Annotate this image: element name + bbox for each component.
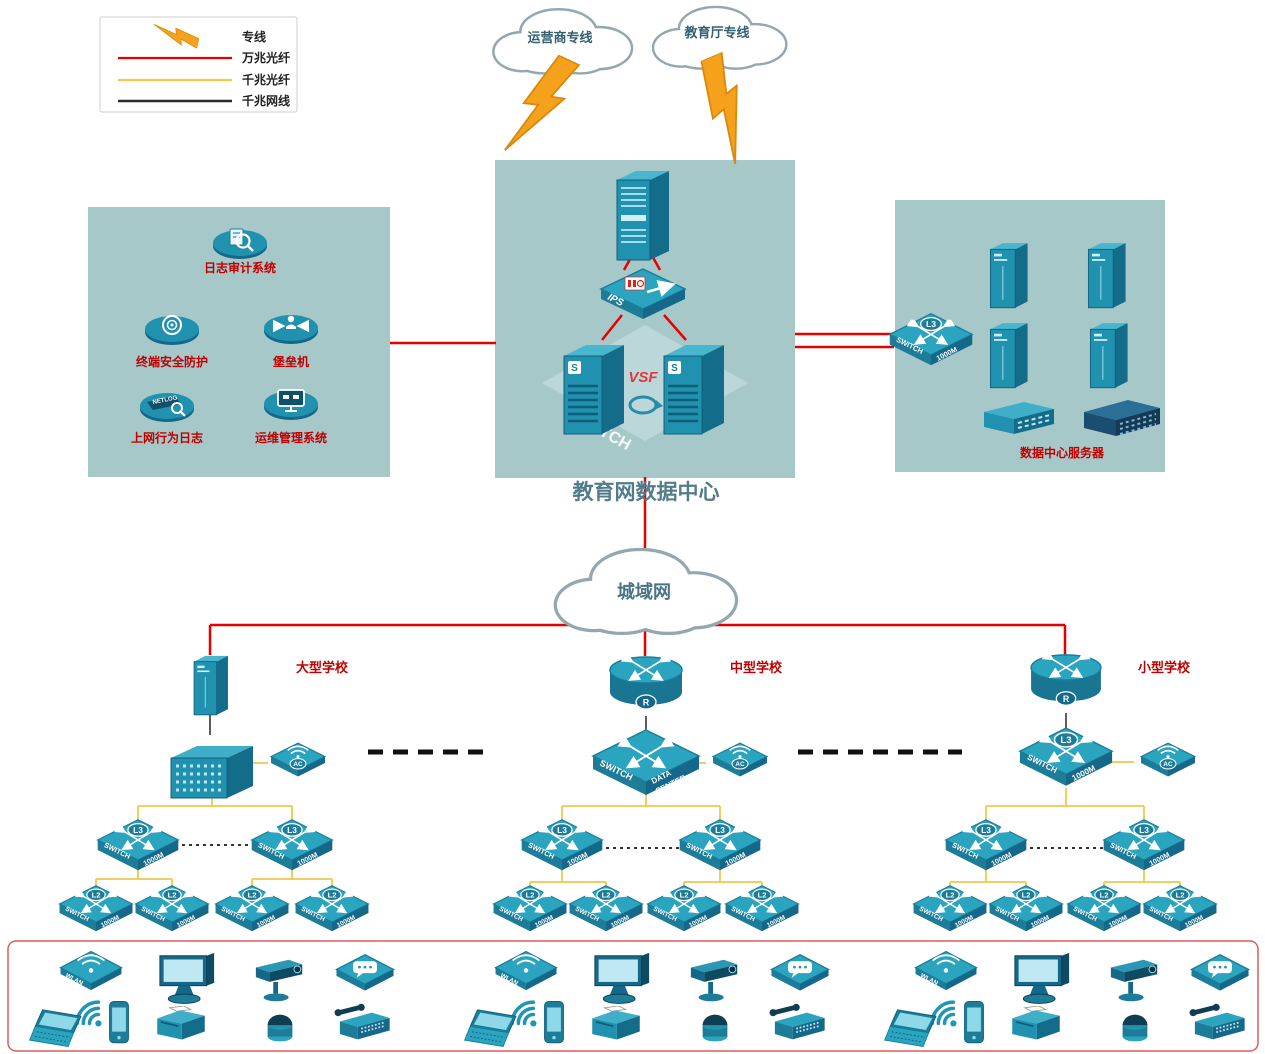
l2-switch[interactable] — [216, 886, 289, 932]
edu-cloud-label: 教育厅专线 — [683, 25, 749, 40]
datacenter-title: 教育网数据中心 — [573, 480, 720, 504]
man-cloud-label: 城域网 — [617, 581, 671, 602]
vsf-label: VSF — [628, 369, 658, 386]
l3-switch[interactable] — [1104, 820, 1185, 870]
l2-switch[interactable] — [990, 886, 1063, 932]
l2-switch[interactable] — [60, 886, 133, 932]
bastion-label: 堡垒机 — [273, 354, 309, 369]
dome-camera-icon[interactable] — [267, 1014, 293, 1042]
legend-label-dedicated: 专线 — [242, 29, 266, 44]
ops-mgmt-label: 运维管理系统 — [255, 430, 327, 445]
links-cat-cable — [209, 713, 1067, 735]
server-tower[interactable] — [1087, 242, 1127, 309]
large-school-gateway[interactable] — [193, 655, 229, 716]
l2-switch[interactable] — [648, 886, 721, 932]
server-tower[interactable] — [989, 322, 1029, 389]
l2-switch[interactable] — [136, 886, 209, 932]
net-behavior-log-label: 上网行为日志 — [131, 430, 203, 445]
legend-box — [99, 16, 298, 113]
l2-switch[interactable] — [570, 886, 643, 932]
large-school-core-switch[interactable] — [169, 744, 255, 800]
vsf-ring-arrow — [654, 400, 663, 410]
l3-switch[interactable] — [680, 820, 761, 870]
smartphone-icon[interactable] — [964, 1000, 984, 1044]
ops-mgmt-icon[interactable] — [264, 389, 318, 420]
l2-switch[interactable] — [726, 886, 799, 932]
smartphone-icon[interactable] — [109, 1000, 129, 1044]
l2-switch[interactable] — [296, 886, 369, 932]
medium-school-router[interactable] — [610, 657, 682, 709]
netlog-icon[interactable]: NETLOG — [140, 393, 194, 422]
netlog-label: NETLOG — [152, 395, 178, 406]
small-school-core-switch[interactable] — [1020, 728, 1112, 786]
dome-camera-icon[interactable] — [702, 1014, 728, 1042]
server-tower[interactable] — [1089, 322, 1129, 389]
isp-cloud-label: 运营商专线 — [527, 30, 592, 45]
l3-switch[interactable] — [522, 820, 603, 870]
l2-switch[interactable] — [1144, 886, 1217, 932]
legend-label-10g: 万兆光纤 — [241, 50, 290, 65]
l2-switch[interactable] — [1068, 886, 1141, 932]
core-switch-tower-2[interactable] — [662, 343, 726, 436]
terminal-security-icon[interactable] — [145, 315, 199, 345]
l2-switch[interactable] — [494, 886, 567, 932]
large-school-label: 大型学校 — [296, 660, 349, 675]
l2-switch[interactable] — [914, 886, 987, 932]
log-audit-icon[interactable] — [213, 228, 267, 259]
server-zone-label: 数据中心服务器 — [1020, 445, 1105, 460]
firewall-device[interactable] — [616, 170, 670, 261]
terminal-security-label: 终端安全防护 — [136, 354, 208, 369]
small-school-router[interactable] — [1031, 655, 1101, 705]
medium-school-core-switch[interactable] — [593, 730, 699, 796]
bastion-host-icon[interactable] — [264, 315, 318, 344]
legend-label-1g-fiber: 千兆光纤 — [242, 72, 290, 87]
small-school-label: 小型学校 — [1138, 660, 1191, 675]
dotted-separators — [168, 844, 1112, 849]
l3-switch[interactable] — [98, 820, 179, 870]
medium-school-label: 中型学校 — [730, 660, 783, 675]
ac-controller[interactable] — [712, 742, 768, 778]
l3-switch[interactable] — [252, 820, 333, 870]
ac-controller[interactable] — [270, 742, 326, 778]
legend: 专线 万兆光纤 千兆光纤 千兆网线 — [99, 16, 298, 113]
core-switch-tower-1[interactable] — [562, 343, 626, 436]
l3-switch[interactable] — [946, 820, 1027, 870]
ac-controller[interactable] — [1140, 742, 1196, 778]
smartphone-icon[interactable] — [544, 1000, 564, 1044]
dome-camera-icon[interactable] — [1122, 1014, 1148, 1042]
server-tower[interactable] — [989, 242, 1029, 309]
legend-label-1g-cable: 千兆网线 — [242, 93, 290, 108]
log-audit-label: 日志审计系统 — [204, 260, 276, 275]
